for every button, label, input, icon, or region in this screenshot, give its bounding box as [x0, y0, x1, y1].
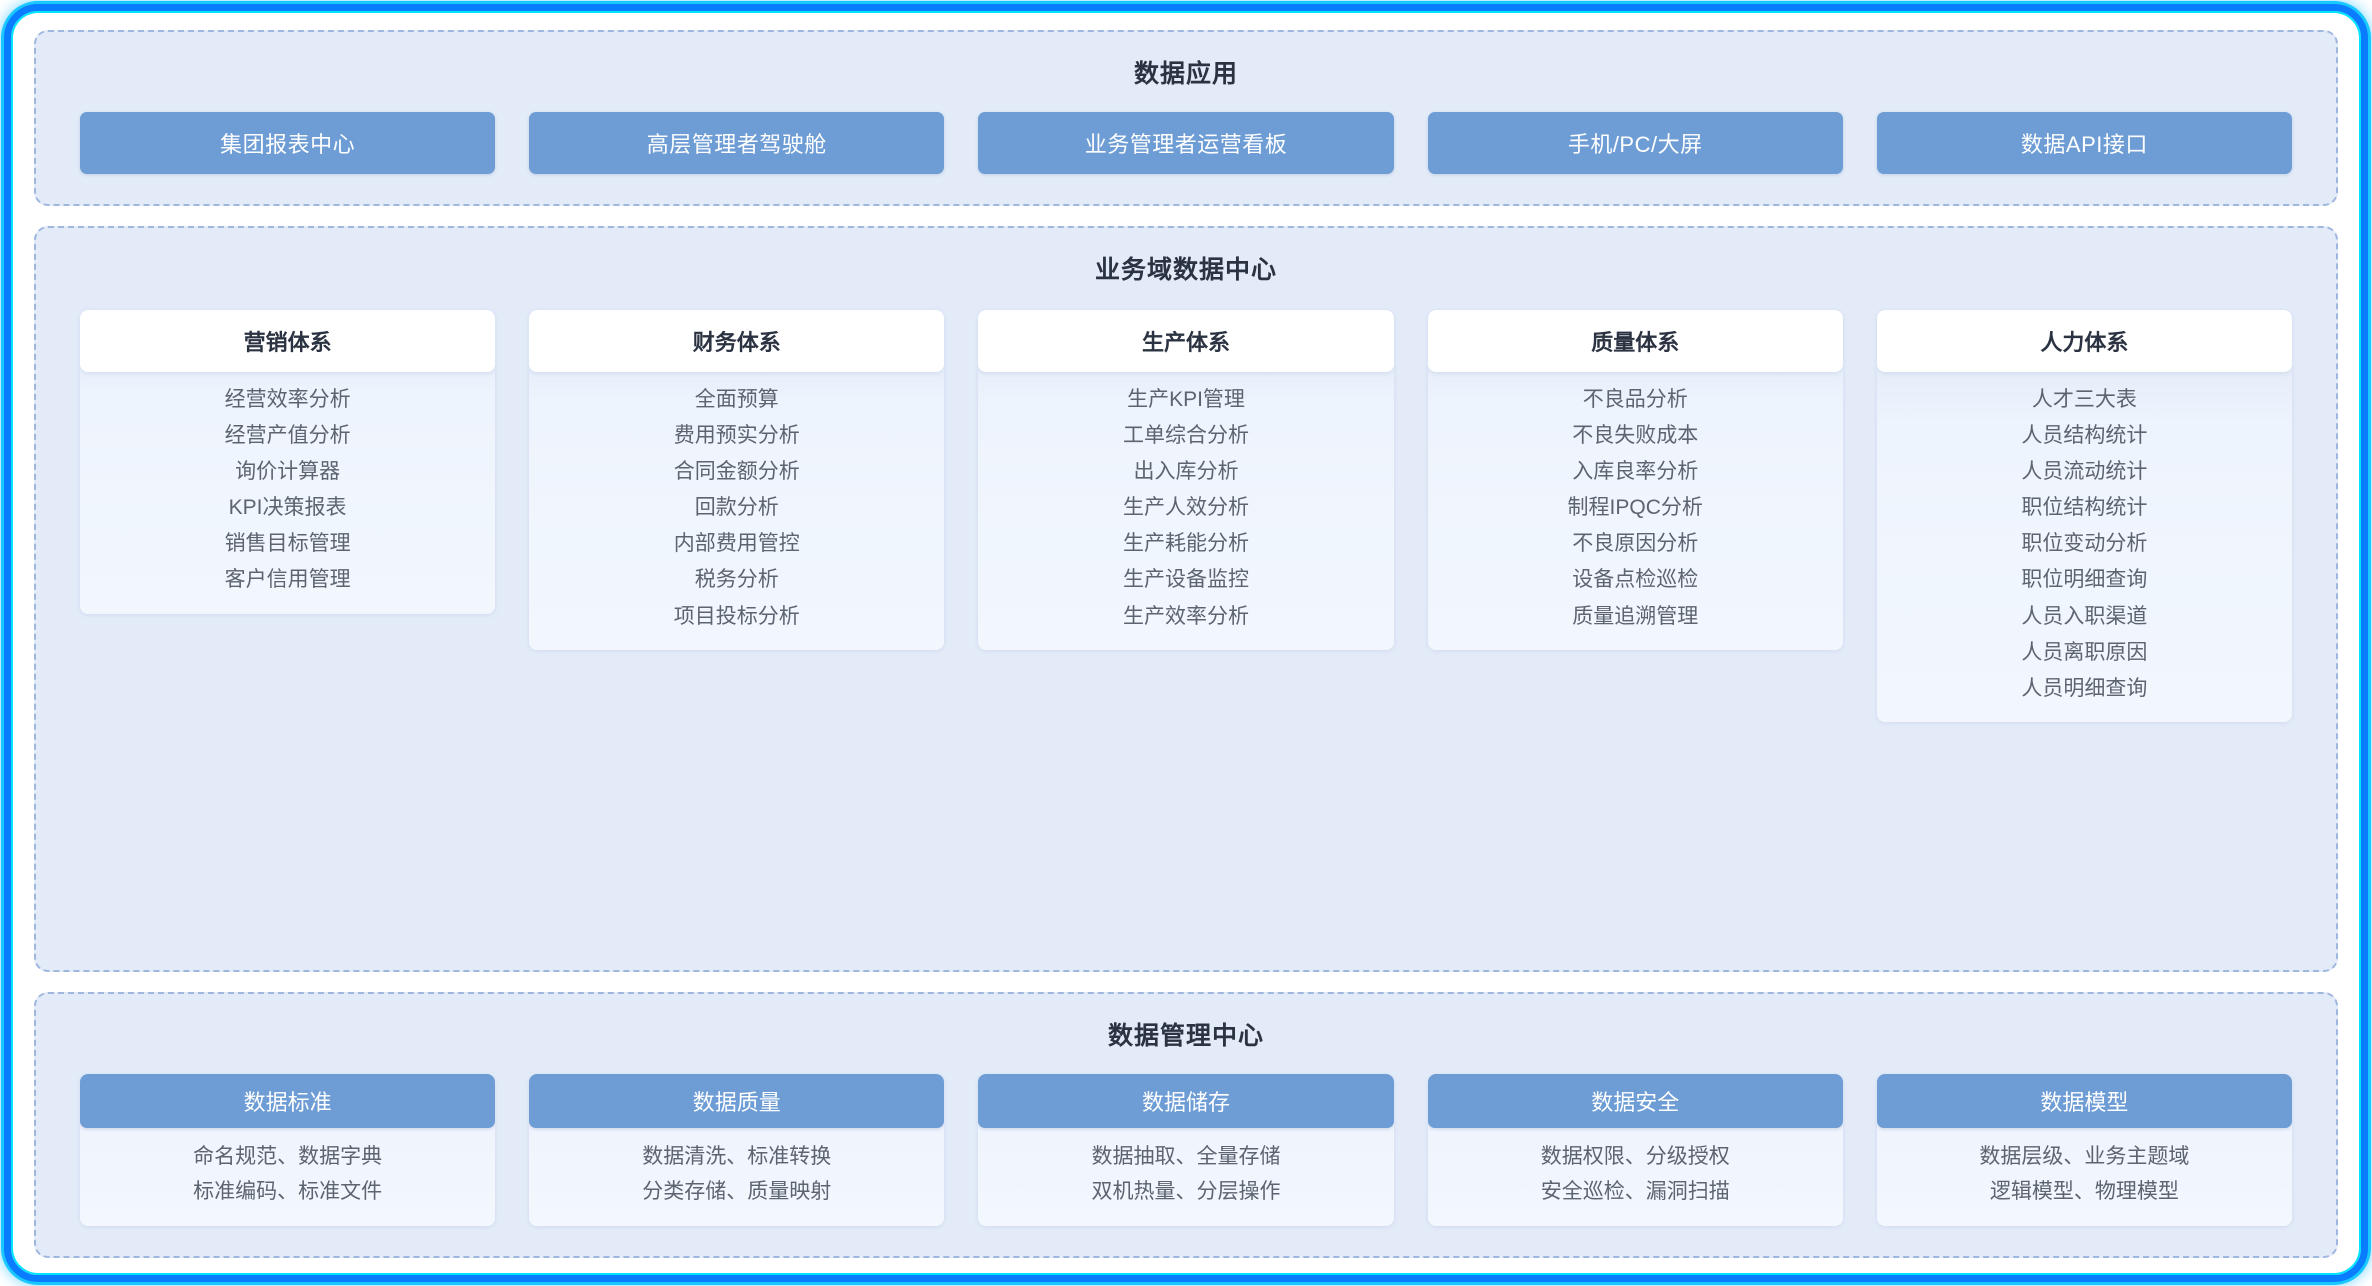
business-domain-column-row: 营销体系经营效率分析经营产值分析询价计算器 KPI决策报表销售目标管理客户信用管理…	[80, 310, 2293, 722]
business-domain-item[interactable]: 内部费用管控	[673, 532, 800, 556]
data-management-card: 数据储存数据抽取、全量存储双机热量、分层操作	[978, 1073, 1394, 1226]
business-domain-item[interactable]: 不良原因分析	[1572, 532, 1699, 556]
business-domain-item[interactable]: 生产设备监控	[1123, 568, 1249, 592]
section-title-business-domain: 业务域数据中心	[1094, 256, 1277, 284]
business-domain-column: 人力体系人才三大表人员结构统计人员流动统计职位结构统计职位变动分析职位明细查询人…	[1876, 310, 2293, 722]
data-management-card-body: 数据权限、分级授权安全巡检、漏洞扫描	[1428, 1128, 1843, 1226]
data-management-card-line: 安全巡检、漏洞扫描	[1540, 1179, 1730, 1203]
data-application-chip[interactable]: 业务管理者运营看板	[978, 112, 1394, 174]
data-management-card: 数据标准命名规范、数据字典标准编码、标准文件	[80, 1073, 496, 1226]
data-management-card-line: 数据权限、分级授权	[1540, 1144, 1730, 1168]
data-management-card-line: 数据清洗、标准转换	[642, 1144, 832, 1168]
data-application-chip[interactable]: 手机/PC/大屏	[1427, 112, 1843, 174]
section-data-application: 数据应用 集团报表中心高层管理者驾驶舱业务管理者运营看板手机/PC/大屏数据AP…	[34, 30, 2338, 206]
data-management-card: 数据模型数据层级、业务主题域逻辑模型、物理模型	[1876, 1073, 2293, 1226]
section-title-data-management: 数据管理中心	[1107, 1021, 1264, 1050]
business-domain-column-header: 财务体系	[529, 310, 945, 372]
section-title-data-application: 数据应用	[1133, 60, 1238, 88]
business-domain-column-header: 营销体系	[80, 310, 496, 372]
business-domain-column: 质量体系不良品分析不良失败成本入库良率分析制程IPQC分析不良原因分析设备点检巡…	[1427, 310, 1843, 650]
business-domain-item[interactable]: 费用预实分析	[673, 424, 800, 448]
data-management-card-header[interactable]: 数据模型	[1876, 1073, 2293, 1128]
section-data-management: 数据管理中心 数据标准命名规范、数据字典标准编码、标准文件数据质量数据清洗、标准…	[34, 991, 2338, 1258]
business-domain-item[interactable]: 合同金额分析	[673, 460, 800, 484]
business-domain-item[interactable]: 不良品分析	[1582, 388, 1688, 411]
data-management-card-line: 双机热量、分层操作	[1091, 1179, 1281, 1203]
diagram-content: 数据应用 集团报表中心高层管理者驾驶舱业务管理者运营看板手机/PC/大屏数据AP…	[14, 14, 2358, 1272]
business-domain-item[interactable]: 回款分析	[694, 496, 779, 520]
business-domain-item[interactable]: 人员入职渠道	[2021, 604, 2148, 628]
data-application-chip-row: 集团报表中心高层管理者驾驶舱业务管理者运营看板手机/PC/大屏数据API接口	[80, 112, 2293, 174]
business-domain-item[interactable]: 生产耗能分析	[1123, 532, 1249, 556]
business-domain-item[interactable]: 税务分析	[694, 568, 779, 592]
data-management-card: 数据安全数据权限、分级授权安全巡检、漏洞扫描	[1427, 1073, 1843, 1226]
data-management-card-body: 数据层级、业务主题域逻辑模型、物理模型	[1877, 1128, 2292, 1226]
business-domain-column: 营销体系经营效率分析经营产值分析询价计算器 KPI决策报表销售目标管理客户信用管理	[80, 310, 496, 614]
data-management-card-line: 分类存储、质量映射	[642, 1179, 832, 1203]
data-application-chip[interactable]: 高层管理者驾驶舱	[529, 112, 945, 174]
data-management-card-line: 数据层级、业务主题域	[1979, 1144, 2190, 1168]
data-management-card-header[interactable]: 数据标准	[80, 1073, 496, 1128]
business-domain-item[interactable]: 人才三大表	[2031, 388, 2137, 411]
business-domain-item[interactable]: 经营产值分析	[224, 424, 351, 448]
business-domain-item-list: 人才三大表人员结构统计人员流动统计职位结构统计职位变动分析职位明细查询人员入职渠…	[1877, 372, 2292, 722]
business-domain-column: 生产体系生产KPI管理工单综合分析出入库分析生产人效分析生产耗能分析生产设备监控…	[978, 310, 1394, 650]
business-domain-item[interactable]: 工单综合分析	[1123, 424, 1249, 448]
business-domain-item[interactable]: 人员结构统计	[2021, 424, 2148, 448]
business-domain-item-list: 经营效率分析经营产值分析询价计算器 KPI决策报表销售目标管理客户信用管理	[80, 372, 495, 614]
business-domain-item[interactable]: 制程IPQC分析	[1567, 496, 1703, 520]
data-management-card-line: 数据抽取、全量存储	[1091, 1144, 1281, 1168]
business-domain-column-header: 质量体系	[1427, 310, 1843, 372]
business-domain-item[interactable]: 销售目标管理	[224, 532, 351, 556]
business-domain-item[interactable]: 设备点检巡检	[1572, 568, 1699, 592]
data-management-card-body: 数据抽取、全量存储双机热量、分层操作	[978, 1128, 1393, 1226]
business-domain-column-header: 生产体系	[978, 310, 1394, 372]
business-domain-item[interactable]: 生产KPI管理	[1127, 388, 1245, 411]
business-domain-item-list: 全面预算费用预实分析合同金额分析回款分析内部费用管控税务分析项目投标分析	[529, 372, 944, 650]
data-application-chip[interactable]: 数据API接口	[1876, 112, 2293, 174]
business-domain-item[interactable]: 客户信用管理	[224, 568, 351, 592]
business-domain-item[interactable]: 生产人效分析	[1123, 496, 1249, 520]
business-domain-item[interactable]: 职位结构统计	[2021, 496, 2148, 520]
business-domain-item[interactable]: 人员离职原因	[2021, 640, 2148, 664]
data-management-card-line: 逻辑模型、物理模型	[1989, 1179, 2179, 1203]
business-domain-item[interactable]: 全面预算	[694, 388, 779, 411]
data-management-card-header[interactable]: 数据安全	[1427, 1073, 1843, 1128]
business-domain-item-list: 生产KPI管理工单综合分析出入库分析生产人效分析生产耗能分析生产设备监控生产效率…	[978, 372, 1393, 650]
business-domain-column-header: 人力体系	[1876, 310, 2293, 372]
business-domain-item[interactable]: 经营效率分析	[224, 388, 351, 411]
data-management-card-line: 命名规范、数据字典	[193, 1144, 383, 1168]
data-management-card-header[interactable]: 数据质量	[529, 1073, 945, 1128]
data-application-chip[interactable]: 集团报表中心	[80, 112, 496, 174]
data-management-card-line: 标准编码、标准文件	[193, 1179, 383, 1203]
business-domain-item[interactable]: 人员明细查询	[2021, 676, 2148, 700]
data-management-card-row: 数据标准命名规范、数据字典标准编码、标准文件数据质量数据清洗、标准转换分类存储、…	[80, 1073, 2293, 1226]
business-domain-item[interactable]: 质量追溯管理	[1572, 604, 1699, 628]
data-management-card: 数据质量数据清洗、标准转换分类存储、质量映射	[529, 1073, 945, 1226]
business-domain-column: 财务体系全面预算费用预实分析合同金额分析回款分析内部费用管控税务分析项目投标分析	[529, 310, 945, 650]
business-domain-item[interactable]: 人员流动统计	[2021, 460, 2148, 484]
data-management-card-body: 数据清洗、标准转换分类存储、质量映射	[529, 1128, 944, 1226]
business-domain-item[interactable]: 出入库分析	[1133, 460, 1239, 484]
business-domain-item-list: 不良品分析不良失败成本入库良率分析制程IPQC分析不良原因分析设备点检巡检质量追…	[1428, 372, 1843, 650]
data-management-card-body: 命名规范、数据字典标准编码、标准文件	[80, 1128, 495, 1226]
business-domain-item[interactable]: 入库良率分析	[1572, 460, 1699, 484]
section-business-domain: 业务域数据中心 营销体系经营效率分析经营产值分析询价计算器 KPI决策报表销售目标…	[34, 226, 2338, 972]
business-domain-item[interactable]: 不良失败成本	[1572, 424, 1699, 448]
business-domain-item[interactable]: KPI决策报表	[228, 496, 347, 520]
business-domain-item[interactable]: 职位变动分析	[2021, 532, 2148, 556]
business-domain-item[interactable]: 生产效率分析	[1123, 604, 1249, 628]
business-domain-item[interactable]: 职位明细查询	[2021, 568, 2148, 592]
business-domain-item[interactable]: 询价计算器	[235, 460, 341, 484]
data-management-card-header[interactable]: 数据储存	[978, 1073, 1394, 1128]
business-domain-item[interactable]: 项目投标分析	[673, 604, 800, 628]
